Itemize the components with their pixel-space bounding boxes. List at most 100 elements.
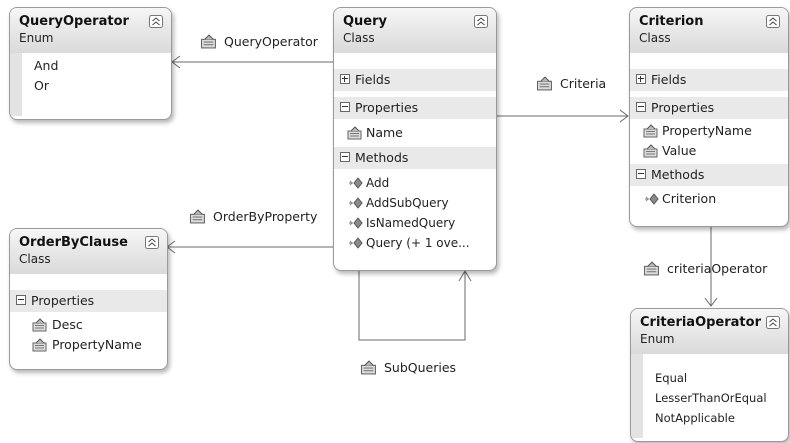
section-label: Fields — [355, 72, 391, 87]
properties-section-toggle[interactable]: Properties — [10, 290, 167, 312]
shape-kind: Enum — [640, 332, 675, 346]
property-icon — [32, 338, 47, 352]
criteria-operator-header: CriteriaOperator Enum — [631, 309, 788, 354]
enum-value: NotApplicable — [655, 411, 735, 425]
association-name: SubQueries — [384, 360, 457, 375]
query-operator-association-label[interactable]: QueryOperator — [200, 34, 318, 49]
property-icon — [200, 34, 216, 49]
property-icon — [32, 318, 47, 332]
method-item[interactable]: IsNamedQuery — [334, 213, 496, 233]
collapse-icon — [340, 102, 350, 112]
enum-values: And Or — [10, 53, 171, 116]
property-name: PropertyName — [662, 123, 752, 138]
order-by-clause-header: OrderByClause Class — [10, 229, 167, 274]
query-header: Query Class — [334, 8, 496, 53]
property-icon — [189, 209, 205, 224]
method-name: Criterion — [662, 191, 717, 206]
enum-value: And — [34, 58, 59, 73]
method-icon — [349, 237, 363, 249]
shape-title: Query — [343, 14, 388, 29]
criteria-arrowhead — [619, 109, 629, 123]
criteria-operator-arrowhead — [704, 297, 718, 307]
shape-title: QueryOperator — [19, 14, 129, 29]
property-item[interactable]: Value — [630, 141, 788, 161]
collapse-chevron-icon[interactable] — [474, 15, 488, 28]
query-shape[interactable]: Query Class Fields Properties Name Metho… — [333, 7, 497, 271]
collapse-chevron-icon[interactable] — [149, 15, 163, 28]
criteria-operator-shape[interactable]: CriteriaOperator Enum Equal LesserThanOr… — [630, 308, 789, 442]
method-name: Add — [366, 176, 390, 190]
sub-queries-line — [358, 268, 466, 341]
section-label: Methods — [355, 150, 409, 165]
shape-title: OrderByClause — [19, 235, 128, 250]
query-operator-arrowhead — [171, 55, 181, 69]
collapse-icon — [340, 152, 350, 162]
shape-title: Criterion — [639, 14, 704, 29]
method-icon — [645, 193, 659, 205]
method-item[interactable]: Add — [334, 173, 496, 193]
association-name: Criteria — [560, 76, 607, 91]
properties-section-toggle[interactable]: Properties — [334, 97, 496, 119]
association-name: criteriaOperator — [667, 261, 768, 276]
property-name: Value — [662, 143, 697, 158]
shape-kind: Class — [343, 31, 375, 45]
property-item[interactable]: PropertyName — [630, 121, 788, 141]
property-icon — [347, 126, 362, 140]
criteria-association-label[interactable]: Criteria — [536, 76, 606, 91]
collapse-chevron-icon[interactable] — [766, 316, 780, 329]
property-item[interactable]: PropertyName — [10, 335, 167, 355]
method-icon — [349, 217, 363, 229]
order-by-clause-shape[interactable]: OrderByClause Class Properties Desc Prop… — [9, 228, 168, 370]
properties-section-toggle[interactable]: Properties — [630, 97, 788, 119]
method-item[interactable]: Criterion — [630, 189, 788, 209]
association-name: QueryOperator — [224, 34, 318, 49]
enum-value: Or — [34, 78, 49, 93]
section-label: Properties — [651, 100, 715, 115]
fields-section-toggle[interactable]: Fields — [334, 69, 496, 91]
shape-kind: Enum — [19, 31, 54, 45]
methods-section-toggle[interactable]: Methods — [334, 147, 496, 169]
property-item[interactable]: Name — [334, 123, 496, 143]
enum-value: LesserThanOrEqual — [655, 391, 767, 405]
method-icon — [349, 177, 363, 189]
property-icon — [360, 360, 376, 375]
order-by-property-association-label[interactable]: OrderByProperty — [189, 209, 317, 224]
criterion-header: Criterion Class — [630, 8, 788, 53]
query-operator-header: QueryOperator Enum — [10, 8, 171, 53]
fields-section-toggle[interactable]: Fields — [630, 69, 788, 91]
method-name: Query (+ 1 ove... — [366, 236, 470, 250]
criteria-operator-association-label[interactable]: criteriaOperator — [643, 261, 767, 276]
method-icon — [349, 197, 363, 209]
sub-queries-arrowhead — [458, 270, 472, 282]
expand-icon — [340, 74, 350, 84]
property-icon — [536, 76, 552, 91]
collapse-chevron-icon[interactable] — [145, 236, 159, 249]
section-label: Properties — [355, 100, 419, 115]
property-icon — [643, 144, 658, 158]
collapse-icon — [636, 102, 646, 112]
methods-section-toggle[interactable]: Methods — [630, 164, 788, 186]
association-name: OrderByProperty — [213, 209, 318, 224]
method-name: AddSubQuery — [366, 196, 449, 210]
method-item[interactable]: Query (+ 1 ove... — [334, 233, 496, 253]
query-operator-shape[interactable]: QueryOperator Enum And Or — [9, 7, 172, 120]
section-label: Methods — [651, 167, 705, 182]
enum-value: Equal — [655, 371, 688, 385]
method-item[interactable]: AddSubQuery — [334, 193, 496, 213]
property-name: Desc — [52, 317, 83, 332]
shape-title: CriteriaOperator — [640, 315, 761, 330]
sub-queries-association-label[interactable]: SubQueries — [360, 360, 456, 375]
collapse-icon — [16, 295, 26, 305]
section-label: Properties — [31, 293, 95, 308]
criterion-shape[interactable]: Criterion Class Fields Properties Proper… — [629, 7, 789, 227]
collapse-icon — [636, 169, 646, 179]
collapse-chevron-icon[interactable] — [766, 15, 780, 28]
property-item[interactable]: Desc — [10, 315, 167, 335]
shape-kind: Class — [639, 31, 671, 45]
property-icon — [643, 261, 659, 276]
enum-values: Equal LesserThanOrEqual NotApplicable — [631, 354, 788, 438]
method-name: IsNamedQuery — [366, 216, 456, 230]
property-name: PropertyName — [52, 337, 142, 352]
property-name: Name — [366, 125, 403, 140]
